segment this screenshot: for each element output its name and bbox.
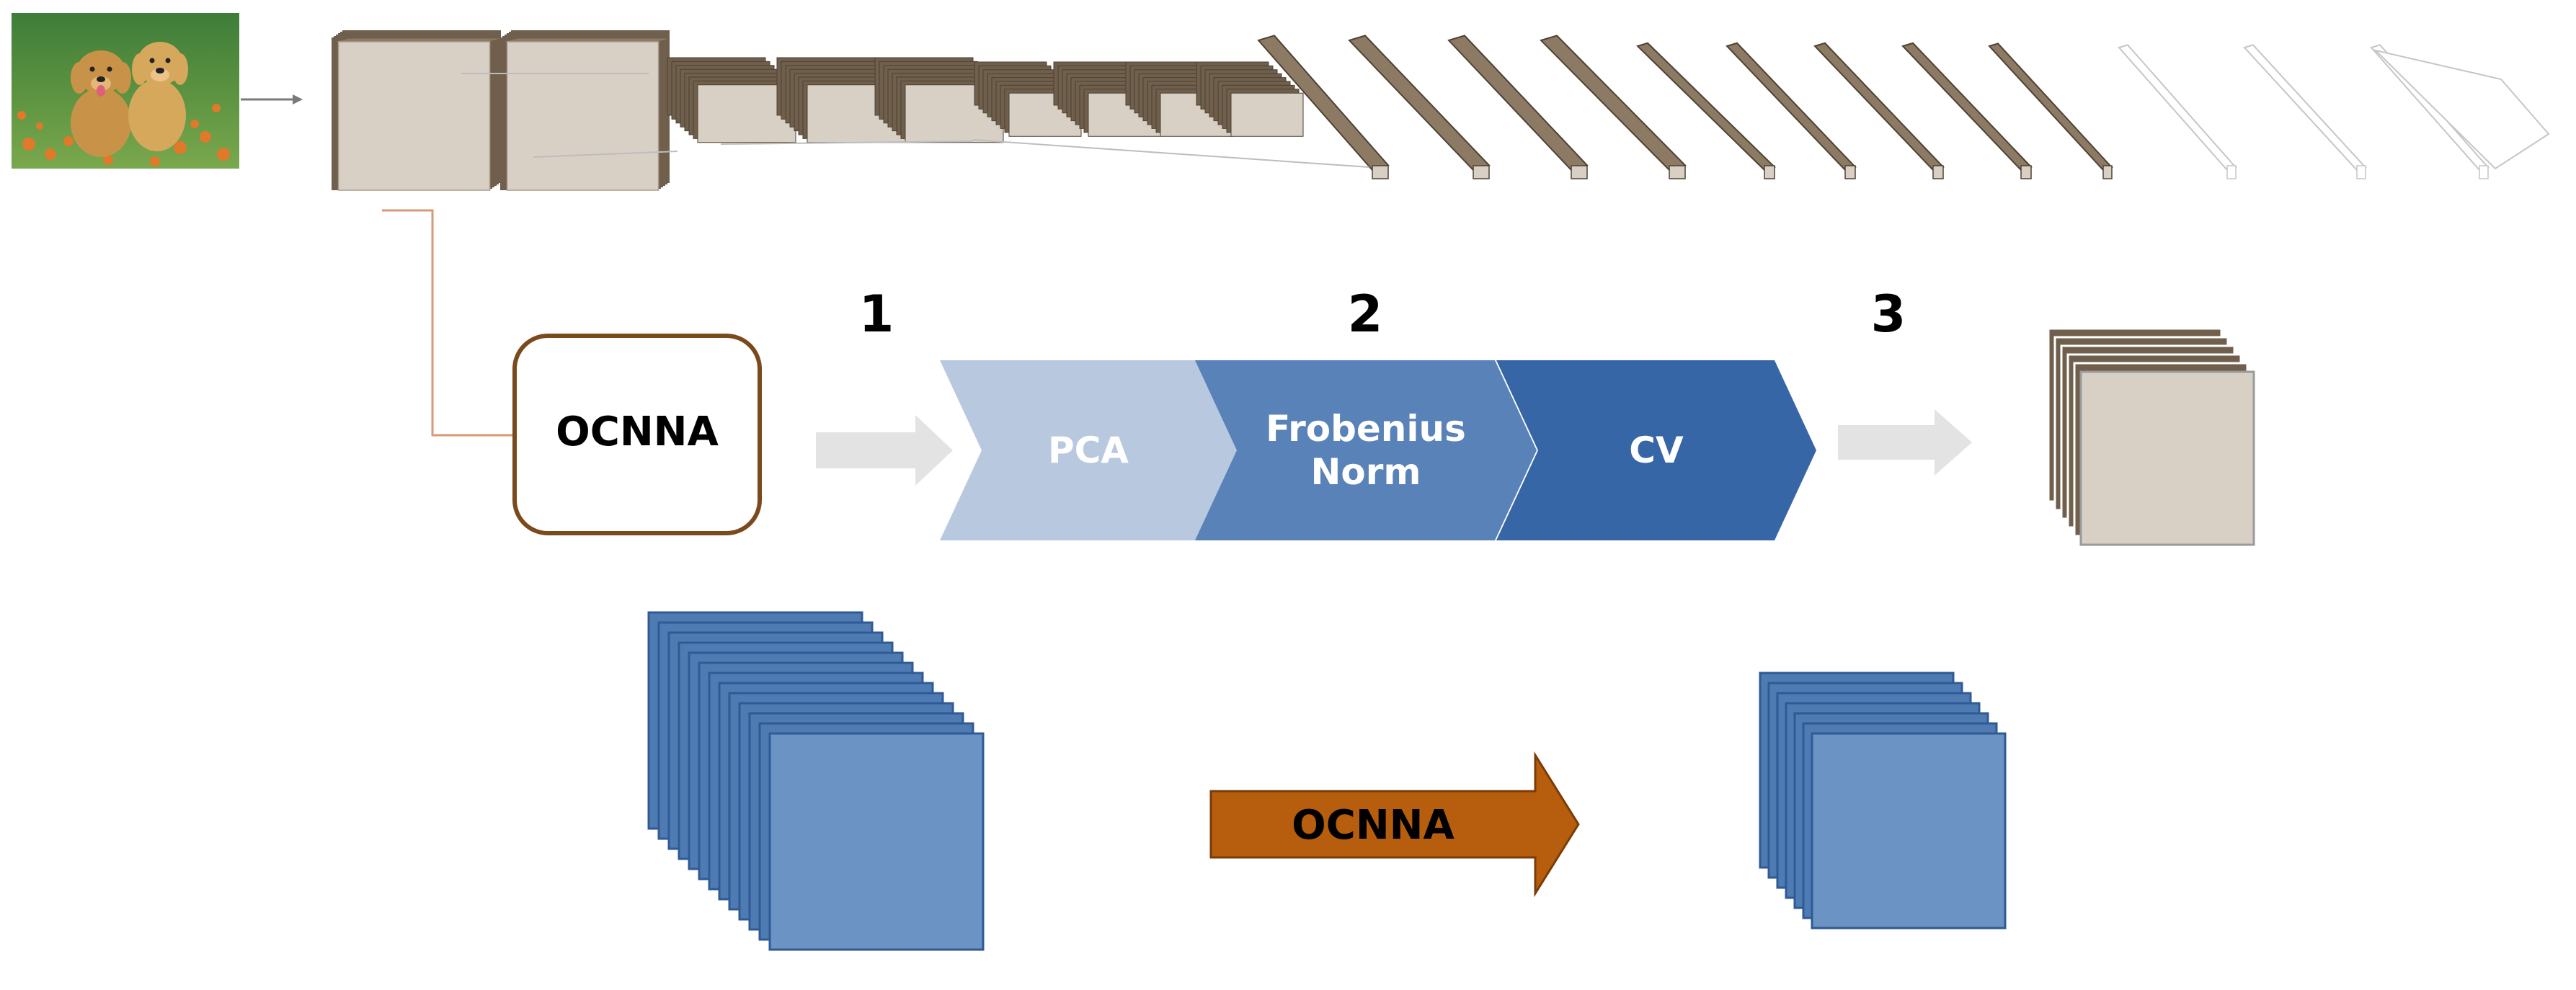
deep-conv-layer-7 [1813, 42, 1945, 179]
pipeline-step-cv: CV [1496, 360, 1816, 540]
conv-block-6 [974, 61, 1082, 137]
conv-block-5 [874, 57, 1004, 143]
pipeline-label-frobenius-line2: Norm [1311, 451, 1421, 493]
output-layer [2373, 49, 2550, 170]
pipeline-step-pca: PCA [940, 360, 1238, 540]
pipeline-label-frobenius-line1: Frobenius [1266, 408, 1466, 450]
gray-arrow-left [816, 415, 953, 486]
deep-conv-layer-5 [1636, 42, 1776, 179]
pruned-layer-stack [2047, 327, 2255, 546]
deep-conv-layer-9 [1988, 43, 2113, 179]
conv-block-4 [776, 57, 906, 143]
deep-conv-layer-8 [1901, 42, 2033, 179]
conv-block-1 [336, 38, 500, 191]
pipeline-label-pca: PCA [1048, 429, 1129, 471]
ocnna-arrow-label: OCNNA [1292, 802, 1454, 849]
ocnna-box: OCNNA [512, 334, 762, 535]
step-number-2: 2 [1348, 285, 1383, 344]
fc-layer-3 [2370, 44, 2490, 179]
fc-layer-2 [2243, 44, 2367, 179]
deep-conv-layer-2 [1348, 35, 1491, 179]
pipeline-label-cv: CV [1629, 429, 1684, 471]
deep-conv-layer-3 [1447, 35, 1589, 179]
puppies-photo-icon [12, 13, 239, 169]
step-number-1: 1 [859, 285, 894, 344]
conv-block-2 [505, 38, 669, 191]
deep-conv-layer-4 [1540, 35, 1687, 179]
step-number-3: 3 [1871, 285, 1906, 344]
original-filters-stack [647, 611, 985, 951]
conv-block-9 [1196, 61, 1304, 137]
conv-block-3 [667, 57, 796, 143]
ocnna-box-label: OCNNA [556, 409, 719, 455]
pruned-filters-stack [1759, 672, 2007, 929]
ocnna-arrow: OCNNA [1209, 751, 1580, 898]
cnn-architecture [332, 30, 2550, 191]
deep-conv-layer-1 [1257, 35, 1390, 179]
connector-line [382, 209, 515, 437]
gray-arrow-right [1838, 409, 1972, 476]
fc-layer-1 [2118, 44, 2237, 179]
deep-conv-layer-6 [1726, 42, 1857, 179]
pipeline-step-frobenius: Frobenius Norm [1195, 360, 1537, 540]
